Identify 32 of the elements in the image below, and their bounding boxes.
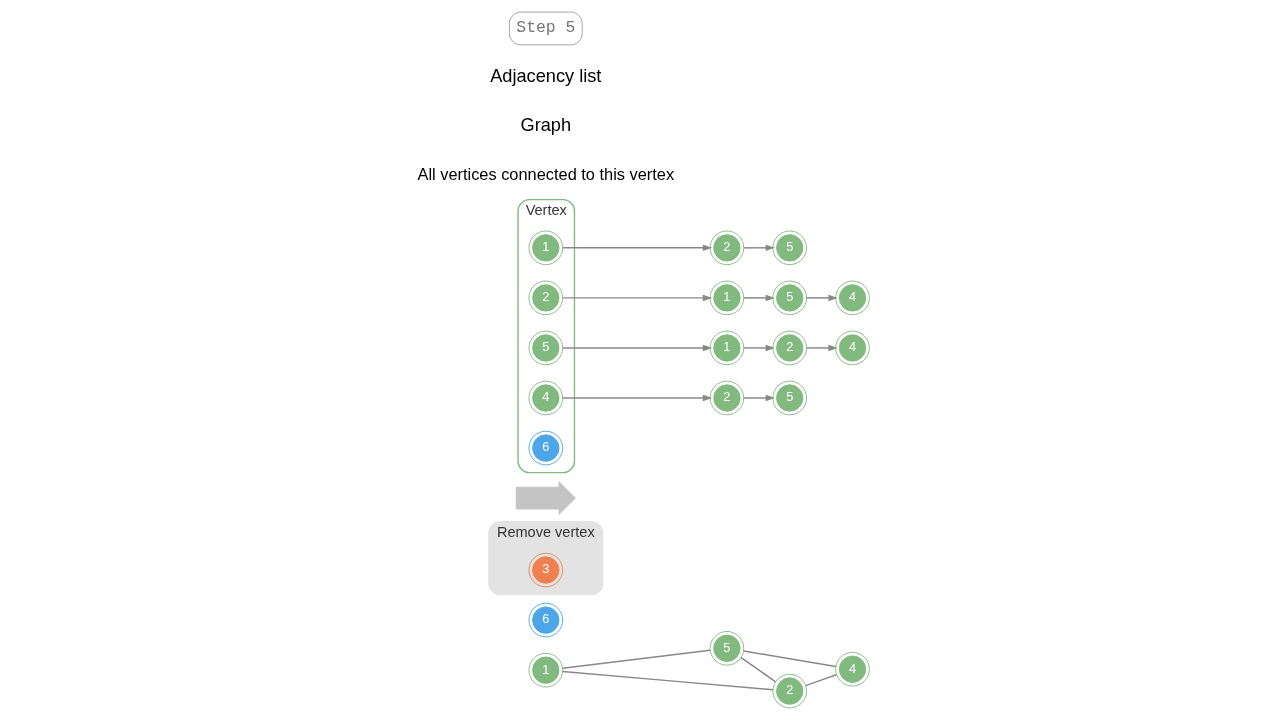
arrow [805, 344, 838, 352]
arrow [562, 294, 713, 302]
node-circle: 2 [709, 230, 745, 266]
connector [743, 650, 837, 668]
arrow [743, 344, 775, 352]
node-circle: 1 [709, 330, 745, 366]
node-circle: 2 [709, 380, 745, 416]
arrow [562, 394, 713, 402]
arrow [743, 294, 775, 302]
node-circle: 4 [528, 380, 564, 416]
connector [561, 649, 711, 669]
arrow [743, 394, 775, 402]
connector [740, 656, 777, 683]
connector [561, 670, 774, 691]
label: Graph [520, 115, 572, 136]
node-circle: 3 [528, 552, 564, 588]
node-circle: 1 [709, 280, 745, 316]
node-circle: 5 [528, 330, 564, 366]
arrow [562, 344, 713, 352]
label: Adjacency list [490, 66, 602, 87]
label: Step 5 [516, 18, 576, 38]
node-circle: 1 [528, 652, 564, 688]
node-circle: 6 [528, 602, 564, 638]
arrow [562, 244, 713, 252]
arrow [805, 294, 838, 302]
node-circle: 6 [528, 430, 564, 466]
label: All vertices connected to this vertex [417, 164, 675, 183]
connector [804, 674, 837, 687]
node-arrow [515, 481, 576, 515]
arrow [743, 244, 775, 252]
node-circle: 1 [528, 230, 564, 266]
node-circle: 2 [528, 280, 564, 316]
